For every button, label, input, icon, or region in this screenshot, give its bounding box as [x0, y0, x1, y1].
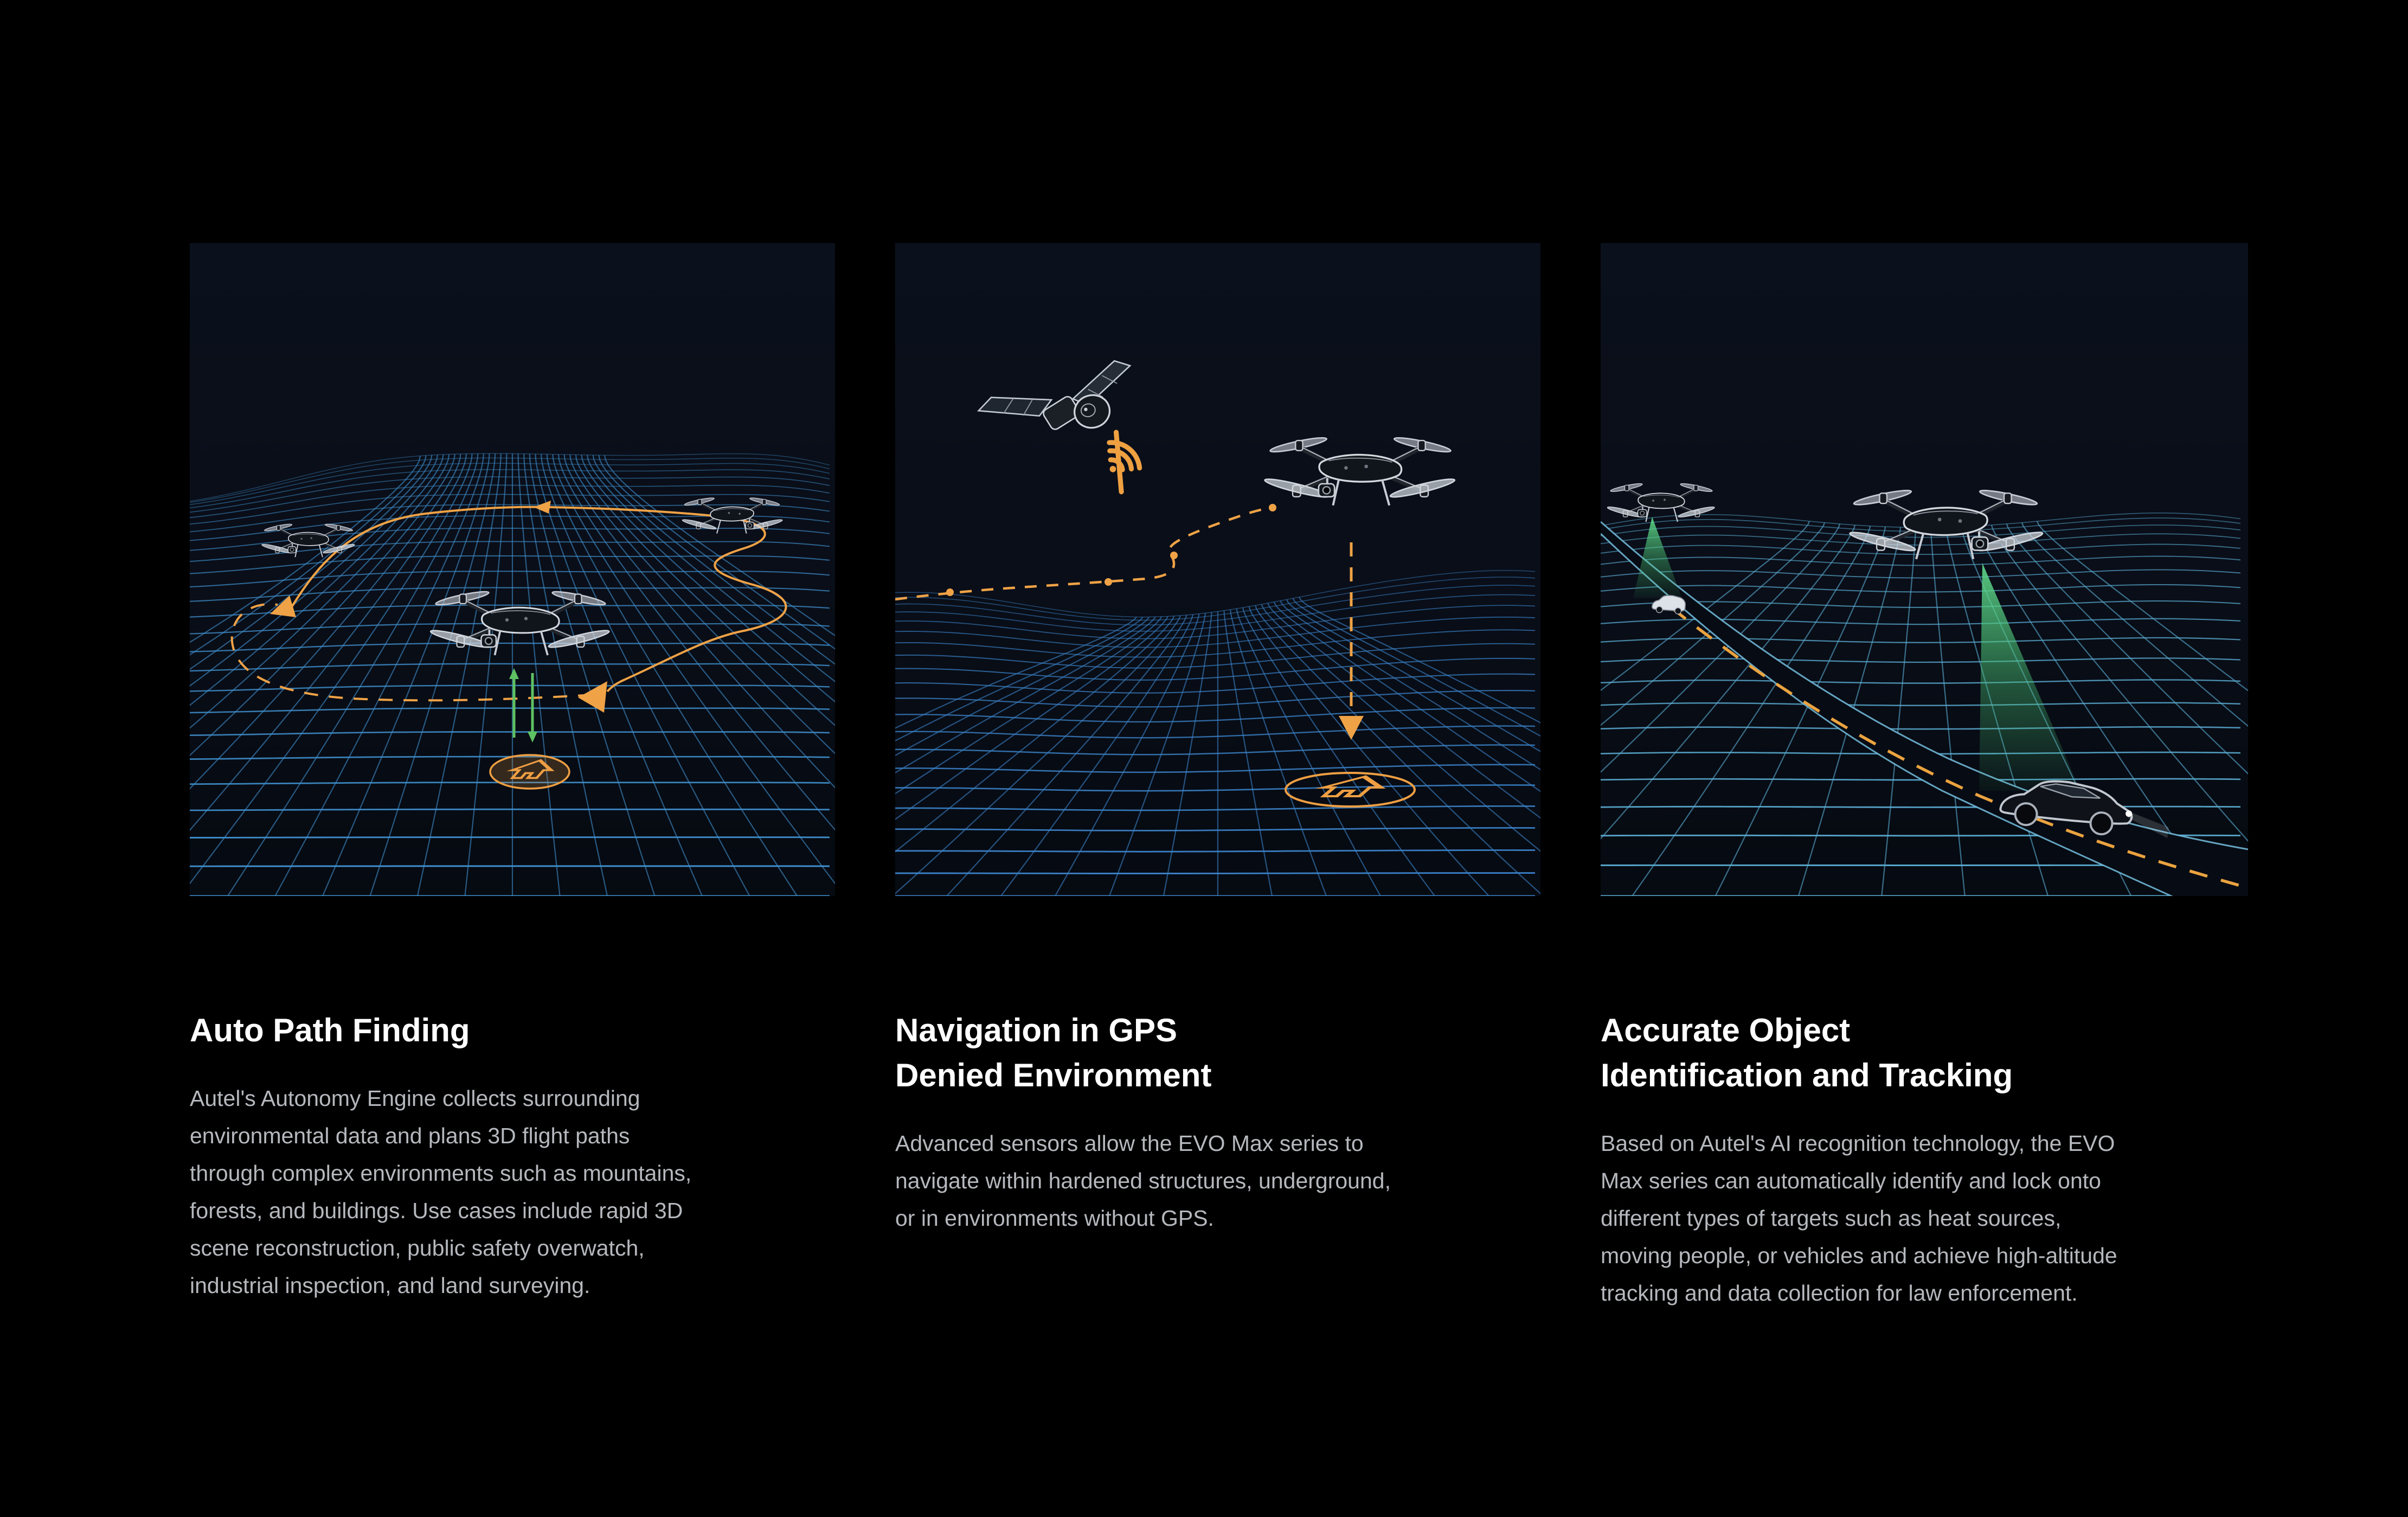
illustration-object-tracking — [1601, 243, 2248, 896]
waypoint-dot — [946, 588, 954, 596]
detection-beam — [1979, 563, 2080, 791]
waypoint-dot — [1170, 552, 1178, 559]
path-arrow-icon — [534, 501, 551, 514]
waypoint-path — [895, 504, 1276, 601]
drone-icon — [1264, 436, 1456, 505]
waypoint-dot — [1269, 504, 1276, 511]
landing-point-marker — [1285, 772, 1416, 808]
flight-path — [230, 501, 787, 713]
waypoint-dot — [1105, 578, 1112, 586]
card-body: Autel's Autonomy Engine collects surroun… — [190, 1086, 692, 1298]
path-arrow-icon — [578, 681, 607, 713]
drone-icon — [1607, 482, 1715, 522]
drone-icon — [430, 589, 610, 655]
feature-card-gps-denied: Navigation in GPS Denied Environment Adv… — [895, 243, 1540, 1237]
wireframe-terrain — [895, 570, 1540, 896]
drone-icon — [261, 523, 355, 557]
illustration-auto-path-finding — [190, 243, 835, 896]
card-body: Based on Autel's AI recognition technolo… — [1601, 1131, 2117, 1305]
detection-beam — [1633, 517, 1682, 598]
home-point-marker — [489, 754, 570, 790]
card-title: Accurate Object Identification and Track… — [1601, 1012, 2013, 1093]
card-title: Auto Path Finding — [190, 1012, 470, 1048]
descent-arrow-icon — [1339, 716, 1364, 740]
path-arrow-icon — [270, 596, 296, 617]
altitude-arrows-icon — [509, 668, 537, 743]
feature-card-auto-path-finding: Auto Path Finding Autel's Autonomy Engin… — [190, 243, 835, 1304]
feature-card-object-tracking: Accurate Object Identification and Track… — [1601, 243, 2248, 1312]
card-body: Advanced sensors allow the EVO Max serie… — [895, 1131, 1391, 1231]
card-title: Navigation in GPS Denied Environment — [895, 1012, 1212, 1093]
wireframe-terrain — [190, 453, 835, 896]
wireframe-terrain — [1601, 513, 2248, 896]
gps-signal-off-icon — [1089, 432, 1148, 492]
illustration-gps-denied — [895, 243, 1540, 896]
descent-path — [1339, 542, 1364, 740]
road — [1601, 521, 2248, 896]
